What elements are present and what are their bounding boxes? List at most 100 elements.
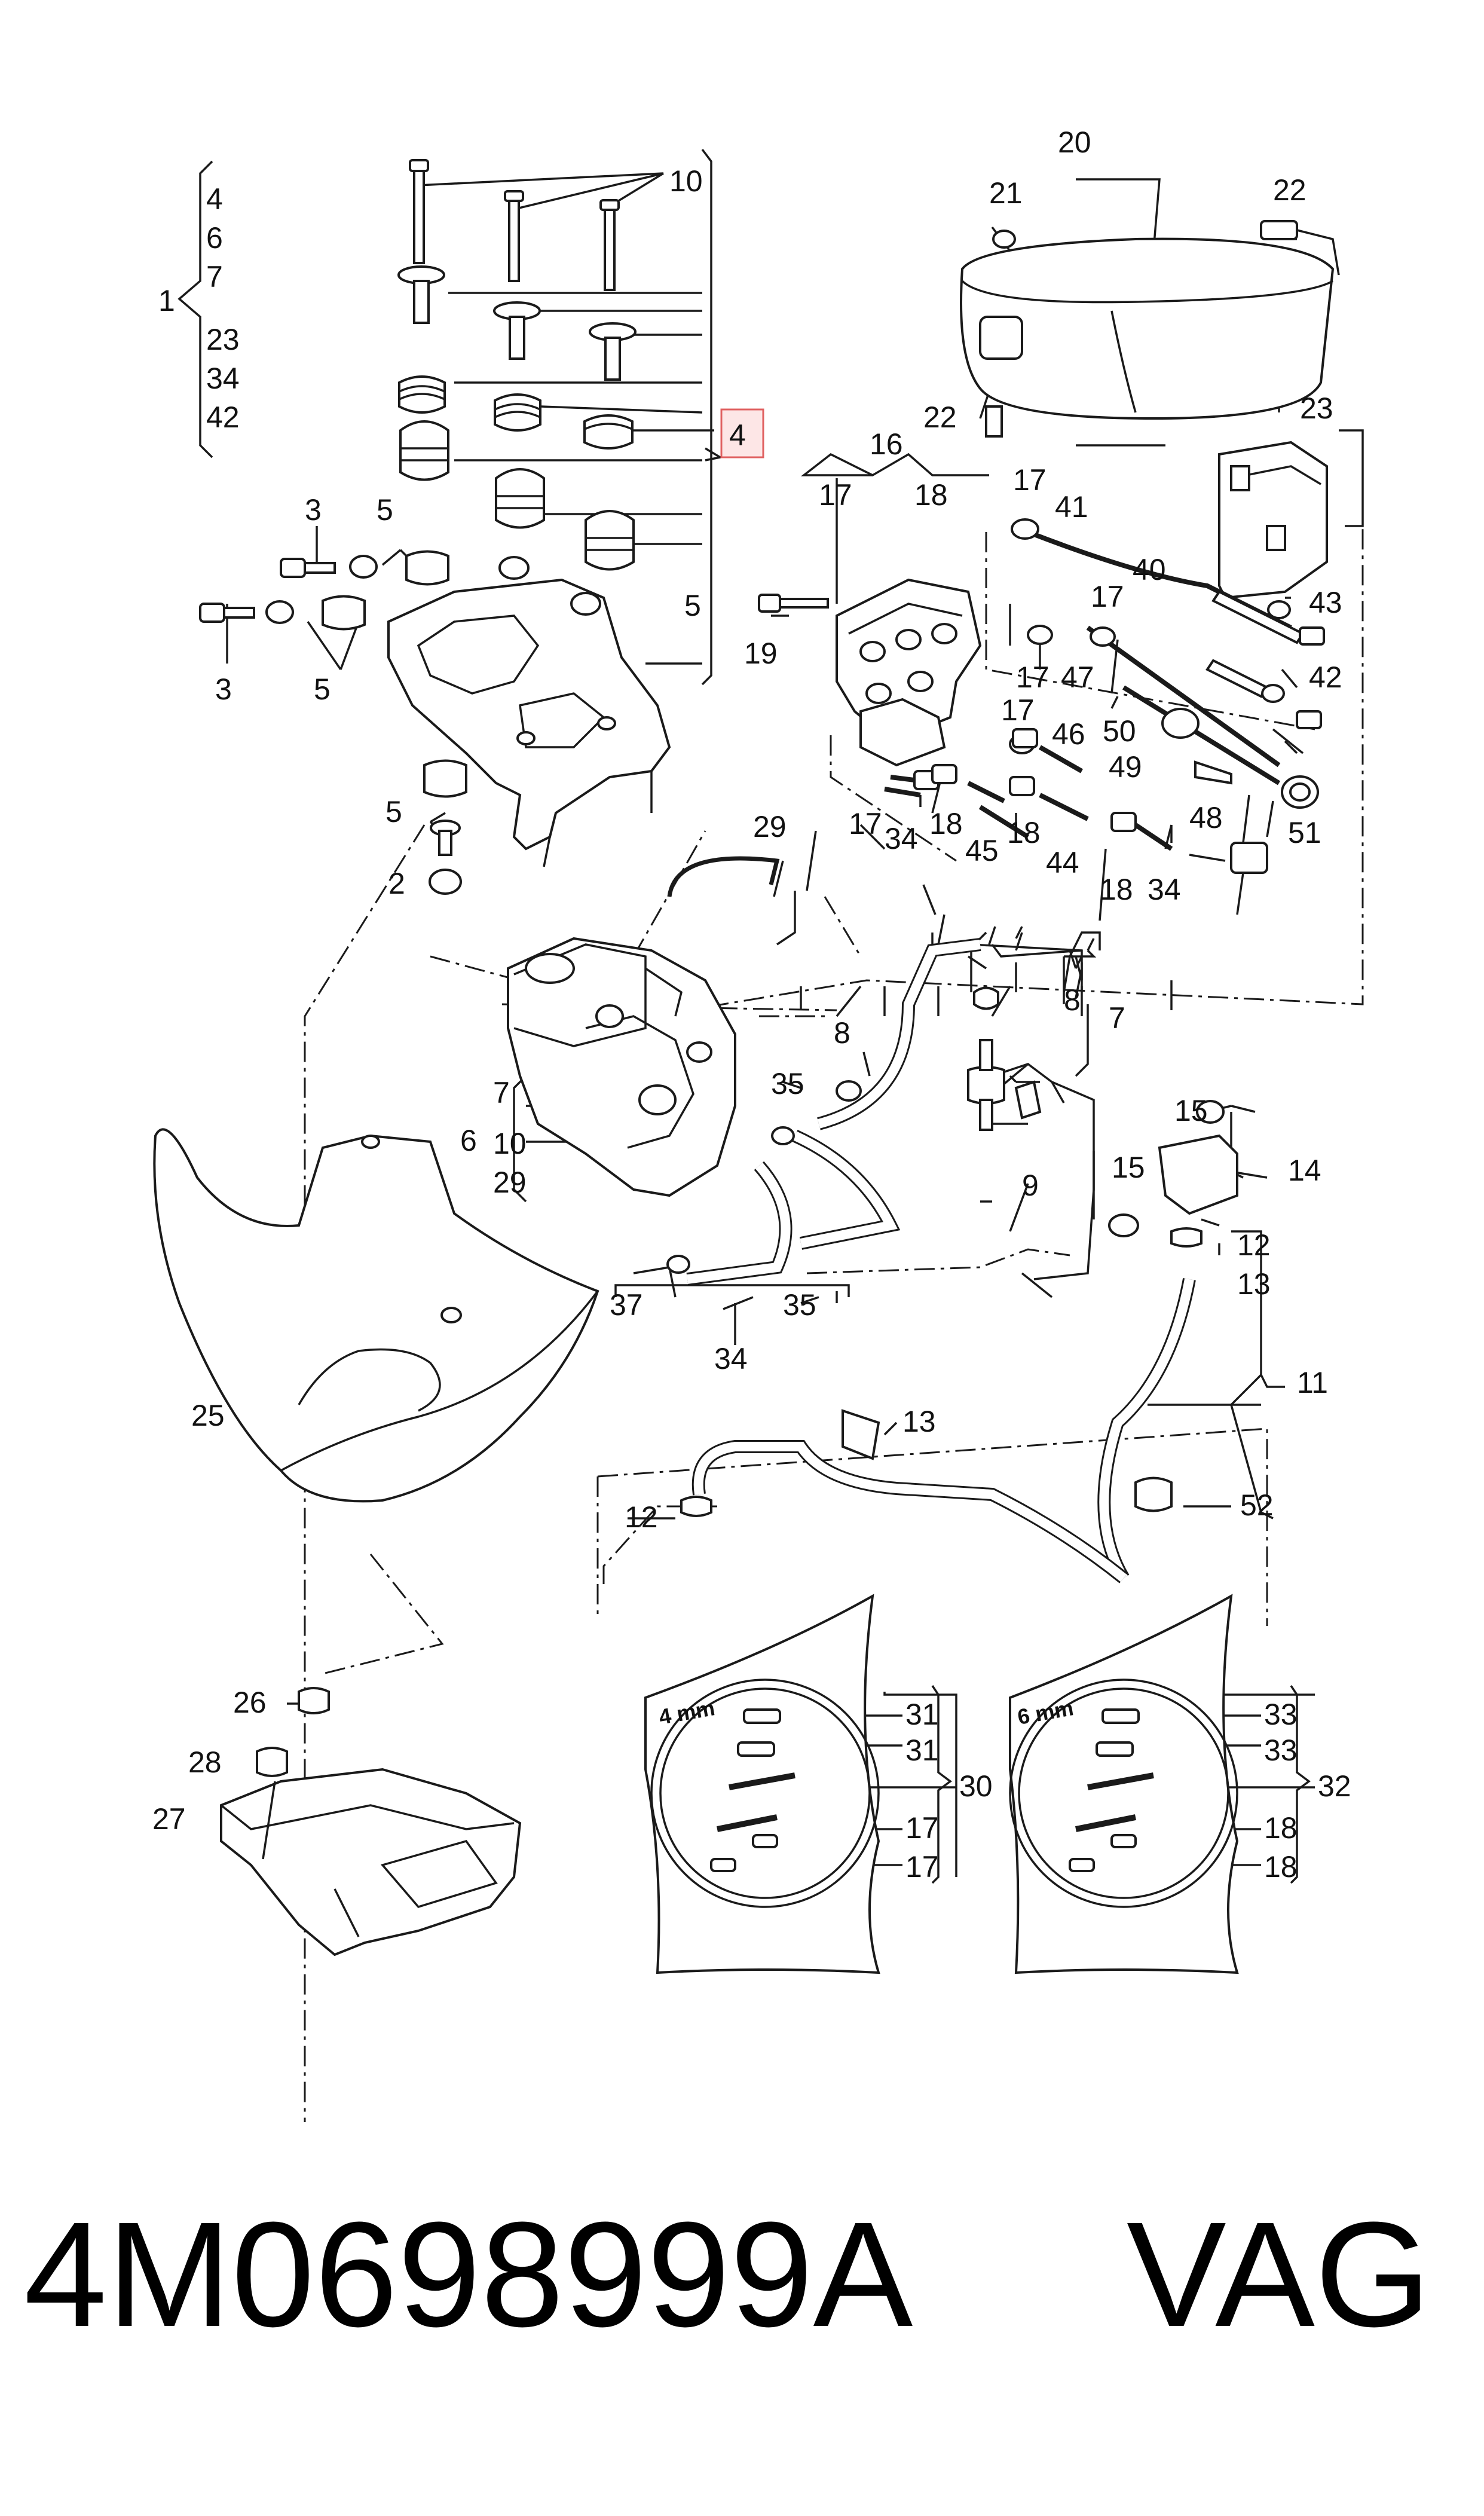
callout-5: 5 (377, 493, 393, 527)
callout-8: 8 (834, 1016, 850, 1050)
pressure-reservoir (960, 220, 1340, 438)
callout-3: 3 (215, 672, 232, 706)
callout-4: 4 (206, 182, 223, 216)
callout-28: 28 (188, 1745, 222, 1779)
highlighted-callout-box (720, 408, 764, 458)
lower-pipe (680, 1409, 1128, 1583)
bushings-left (199, 550, 467, 895)
callout-10: 10 (669, 164, 703, 198)
callout-17: 17 (1001, 693, 1035, 727)
callout-26: 26 (233, 1686, 267, 1719)
callout-34: 34 (885, 822, 918, 855)
callout-25: 25 (191, 1399, 225, 1432)
callout-17: 17 (1013, 463, 1047, 497)
callout-18: 18 (1264, 1811, 1298, 1845)
callout-29: 29 (753, 810, 787, 843)
callout-51: 51 (1288, 816, 1321, 849)
right-side-components (1097, 1100, 1238, 1582)
callout-40: 40 (1133, 553, 1166, 586)
callout-43: 43 (1309, 586, 1342, 619)
control-unit (1218, 441, 1328, 600)
callout-17: 17 (1016, 661, 1049, 694)
callout-6: 6 (460, 1124, 477, 1157)
callout-3: 3 (305, 493, 322, 527)
callout-21: 21 (989, 176, 1023, 210)
callout-8: 8 (1064, 983, 1081, 1017)
callout-7: 7 (1109, 1001, 1125, 1035)
callout-18: 18 (929, 807, 963, 840)
callout-12: 12 (1237, 1228, 1271, 1262)
callout-45: 45 (965, 834, 999, 867)
mount-bolts-group (397, 159, 637, 571)
callout-18: 18 (914, 478, 948, 512)
callout-2: 2 (388, 867, 405, 900)
callout-41: 41 (1055, 490, 1088, 524)
callout-1: 1 (158, 284, 175, 317)
callout-31: 31 (905, 1698, 939, 1731)
callout-13: 13 (1237, 1267, 1271, 1301)
solenoid-valve-block (758, 578, 982, 767)
callout-18: 18 (1264, 1850, 1298, 1884)
brand-name: VAG (1127, 2191, 1431, 2358)
callout-19: 19 (744, 637, 778, 670)
callout-15: 15 (1112, 1151, 1145, 1184)
callout-44: 44 (1046, 846, 1079, 879)
callout-7: 7 (493, 1076, 510, 1109)
callout-5: 5 (385, 795, 402, 829)
callout-9: 9 (1022, 1169, 1039, 1202)
callout-18: 18 (1100, 873, 1133, 906)
pressure-lines (884, 518, 1325, 915)
part-number: 4M0698999A (24, 2191, 913, 2358)
callout-42: 42 (206, 401, 240, 434)
callout-17: 17 (1091, 580, 1124, 613)
callout-35: 35 (783, 1288, 816, 1322)
callout-11: 11 (1297, 1366, 1328, 1399)
callout-17: 17 (905, 1811, 939, 1845)
hoses (666, 856, 1042, 1286)
callout-17: 17 (819, 478, 852, 512)
callout-18: 18 (1007, 816, 1041, 849)
callout-27: 27 (152, 1802, 186, 1836)
callout-13: 13 (902, 1405, 936, 1438)
callout-48: 48 (1189, 801, 1223, 834)
callout-17: 17 (905, 1850, 939, 1884)
exploded-view-drawing: 4 mm 6 mm 10 4 5 4 6 7 1 23 34 42 3 5 3 … (152, 126, 1364, 2122)
callout-52: 52 (1240, 1488, 1274, 1522)
callout-46: 46 (1052, 717, 1085, 751)
callout-23: 23 (1300, 392, 1333, 425)
callout-49: 49 (1109, 750, 1142, 784)
callout-37: 37 (610, 1288, 643, 1322)
compressor-bracket (387, 556, 671, 867)
callout-labels: 10 4 5 4 6 7 1 23 34 42 3 5 3 5 5 2 20 2… (152, 126, 1351, 1884)
callout-20: 20 (1058, 126, 1091, 159)
callout-34: 34 (1148, 873, 1181, 906)
callout-33: 33 (1264, 1698, 1298, 1731)
callout-4-highlighted: 4 (729, 418, 746, 452)
callout-47: 47 (1061, 661, 1094, 694)
callout-12: 12 (625, 1500, 658, 1534)
repair-kit-bag-6mm (1009, 1594, 1239, 1974)
callout-16: 16 (870, 427, 903, 461)
air-compressor (507, 937, 736, 1197)
repair-kit-bag-4mm (644, 1594, 880, 1974)
cover-shell (153, 1128, 599, 1503)
callout-22: 22 (1273, 173, 1306, 207)
callout-23: 23 (206, 323, 240, 356)
callout-7: 7 (206, 260, 223, 294)
callout-30: 30 (959, 1769, 993, 1803)
callout-42: 42 (1309, 661, 1342, 694)
callout-6: 6 (206, 221, 223, 255)
callout-50: 50 (1103, 714, 1136, 748)
lower-left-parts (220, 1687, 522, 1956)
callout-17: 17 (849, 807, 882, 840)
callout-22: 22 (923, 401, 957, 434)
callout-34: 34 (714, 1342, 748, 1375)
callout-35: 35 (771, 1067, 804, 1100)
callout-10: 10 (493, 1127, 527, 1160)
callout-33: 33 (1264, 1734, 1298, 1767)
callout-14: 14 (1288, 1154, 1321, 1187)
callout-34: 34 (206, 362, 240, 395)
callout-5: 5 (314, 672, 331, 706)
callout-31: 31 (905, 1734, 939, 1767)
